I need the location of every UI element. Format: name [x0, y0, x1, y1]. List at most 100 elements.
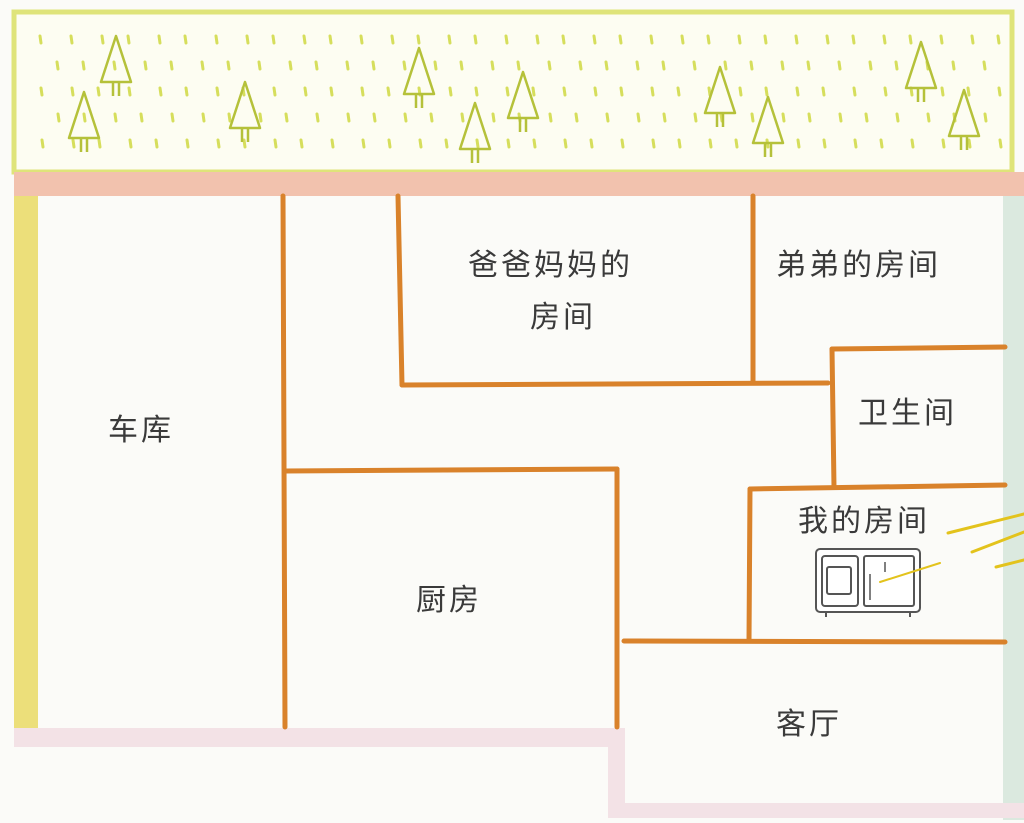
- grass-dash: [532, 138, 537, 149]
- grass-dash: [128, 138, 133, 149]
- tree-icon: [228, 80, 262, 142]
- grass-dash: [258, 112, 263, 123]
- grass-dash: [491, 112, 496, 123]
- grass-dash: [284, 112, 289, 123]
- grass-dash: [894, 60, 899, 71]
- grass-dash: [837, 60, 842, 71]
- grass-dash: [97, 138, 102, 149]
- grass-dash: [360, 86, 365, 97]
- grass-dash: [723, 60, 728, 71]
- grass-dash: [226, 60, 231, 71]
- grass-dash: [605, 112, 610, 123]
- grass-dash: [535, 34, 540, 45]
- wall-myroom-left: [746, 486, 753, 644]
- label-parents-room-line1: 爸爸妈妈的: [468, 248, 633, 283]
- grass-dash: [825, 34, 830, 45]
- grass-dash: [215, 86, 220, 97]
- grass-dash: [750, 112, 755, 123]
- grass-dash: [100, 34, 105, 45]
- grass-dash: [620, 138, 625, 149]
- grass-dash: [997, 86, 1002, 97]
- grass-dash: [157, 34, 162, 45]
- grass-dash: [288, 60, 293, 71]
- grass-dash: [851, 34, 856, 45]
- grass-dash: [38, 34, 43, 45]
- grass-dash: [589, 138, 594, 149]
- grass-dash: [459, 60, 464, 71]
- grass-dash: [39, 86, 44, 97]
- grass-dash: [822, 138, 827, 149]
- grass-dash: [708, 138, 713, 149]
- grass-dash: [330, 138, 335, 149]
- grass-dash: [143, 60, 148, 71]
- grass-dash: [154, 138, 159, 149]
- grass-dash: [592, 34, 597, 45]
- grass-dash: [852, 86, 857, 97]
- grass-dash: [490, 60, 495, 71]
- grass-dash: [738, 86, 743, 97]
- grass-dash: [939, 34, 944, 45]
- grass-dash: [561, 34, 566, 45]
- grass-dash: [505, 86, 510, 97]
- grass-dash: [895, 112, 900, 123]
- grass-dash: [574, 112, 579, 123]
- grass-dash: [882, 34, 887, 45]
- grass-dash: [910, 138, 915, 149]
- right-edge-strip: [1003, 195, 1024, 820]
- tv-icon: [815, 548, 921, 617]
- grass-dash: [680, 34, 685, 45]
- grass-dash: [447, 34, 452, 45]
- grass-dash: [371, 60, 376, 71]
- grass-dash: [636, 112, 641, 123]
- grass-dash: [941, 138, 946, 149]
- tree-icon: [703, 65, 737, 127]
- grass-dash: [604, 60, 609, 71]
- grass-dash: [328, 34, 333, 45]
- grass-dash: [940, 86, 945, 97]
- grass-dash: [838, 112, 843, 123]
- grass-dash: [883, 86, 888, 97]
- grass-dash: [390, 34, 395, 45]
- wall-garage-right: [280, 193, 288, 730]
- tree-icon: [751, 95, 785, 157]
- grass-dash: [257, 60, 262, 71]
- grass-dash: [361, 138, 366, 149]
- grass-dash: [677, 138, 682, 149]
- grass-dash: [444, 138, 449, 149]
- grass-dash: [346, 112, 351, 123]
- grass-dash: [386, 86, 391, 97]
- label-bathroom: 卫生间: [858, 396, 957, 431]
- grass-dash: [429, 112, 434, 123]
- grass-dash: [387, 138, 392, 149]
- grass-dash: [69, 34, 74, 45]
- grass-dash: [562, 86, 567, 97]
- grass-dash: [578, 60, 583, 71]
- grass-dash: [619, 86, 624, 97]
- tree-icon: [458, 101, 492, 163]
- grass-dash: [402, 60, 407, 71]
- label-my-room: 我的房间: [798, 504, 930, 539]
- grass-dash: [359, 34, 364, 45]
- grass-dash: [433, 60, 438, 71]
- label-living-room: 客厅: [776, 707, 842, 742]
- grass-dash: [271, 34, 276, 45]
- grass-dash: [82, 112, 87, 123]
- grass-dash: [649, 34, 654, 45]
- grass-dash: [70, 86, 75, 97]
- grass-dash: [272, 86, 277, 97]
- grass-dash: [662, 112, 667, 123]
- grass-dash: [55, 60, 60, 71]
- grass-dash: [853, 138, 858, 149]
- wall-parents-left: [395, 193, 405, 388]
- grass-dash: [403, 112, 408, 123]
- grass-dash: [650, 86, 655, 97]
- tree-icon: [402, 46, 436, 108]
- grass-dash: [707, 86, 712, 97]
- grass-dash: [183, 34, 188, 45]
- grass-dash: [345, 60, 350, 71]
- label-parents-room-line2: 房间: [530, 300, 596, 335]
- grass-dash: [996, 34, 1001, 45]
- tree-group: [67, 34, 981, 163]
- grass-dash: [475, 138, 480, 149]
